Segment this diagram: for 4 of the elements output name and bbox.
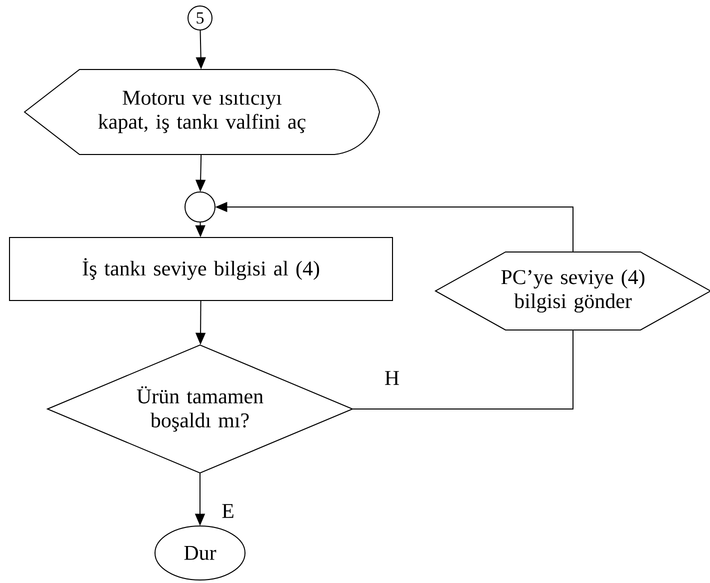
- connector-circle: [184, 192, 216, 222]
- edge-label: H: [383, 370, 401, 386]
- process-box: İş tankı seviye bilgisi al (4): [9, 237, 393, 301]
- edge-label: E: [220, 503, 236, 519]
